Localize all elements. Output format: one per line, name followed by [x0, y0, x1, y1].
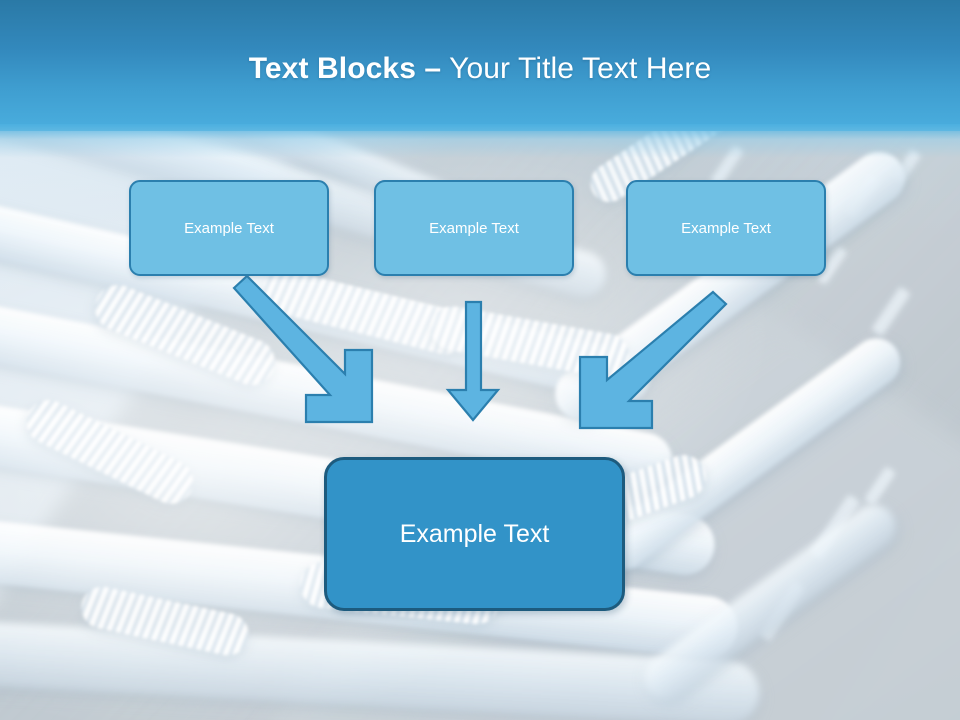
text-block-result[interactable]: Example Text [324, 457, 625, 611]
text-block-3[interactable]: Example Text [626, 180, 826, 276]
text-block-3-label: Example Text [681, 219, 771, 237]
page-title-bold: Text Blocks – [248, 52, 442, 85]
text-block-1[interactable]: Example Text [129, 180, 329, 276]
text-block-1-label: Example Text [184, 219, 274, 237]
text-block-2-label: Example Text [429, 219, 519, 237]
text-block-result-label: Example Text [399, 519, 550, 548]
title-banner [0, 0, 960, 131]
text-block-2[interactable]: Example Text [374, 180, 574, 276]
page-title-light: Your Title Text Here [441, 52, 712, 85]
page-title: Text Blocks – Your Title Text Here [0, 50, 960, 88]
banner-fade [0, 124, 960, 158]
